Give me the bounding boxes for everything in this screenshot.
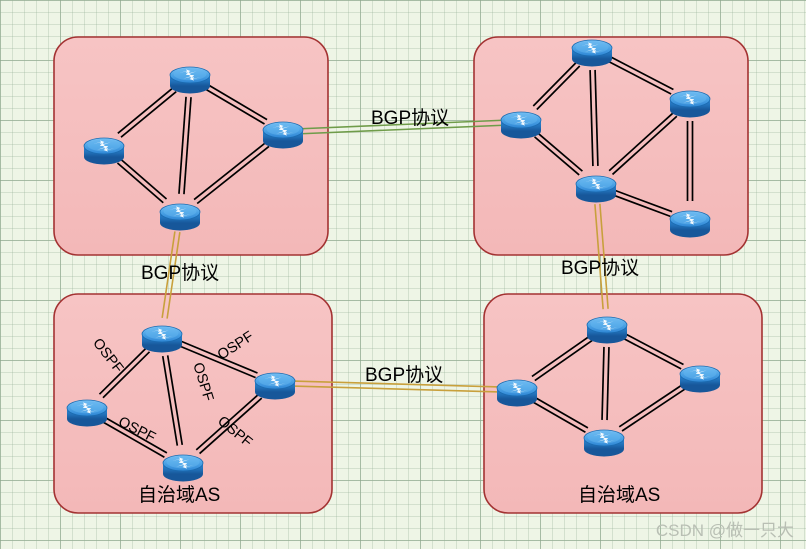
link-router-bl-left-router-bl-bottom xyxy=(102,417,168,458)
link-router-br-top-router-br-right xyxy=(623,333,684,370)
link-router-tr-top-router-tr-center xyxy=(589,69,599,167)
as-bottom-left xyxy=(53,293,333,514)
router-br-left[interactable] xyxy=(496,379,538,407)
link-router-tr-center-router-tr-bottom xyxy=(613,189,673,218)
router-tl-bottom[interactable] xyxy=(159,203,201,231)
router-bl-top[interactable] xyxy=(141,325,183,353)
link-router-tl-top-router-tl-right xyxy=(205,84,268,125)
link-router-bl-right-router-bl-bottom xyxy=(195,393,263,455)
as-label-as-bottom-left: 自治域AS xyxy=(138,485,221,506)
router-br-bottom[interactable] xyxy=(583,429,625,457)
bgp-protocol-label: BGP协议 xyxy=(365,365,444,386)
link-router-bl-top-router-bl-left xyxy=(98,347,151,399)
bgp-top-horizontal xyxy=(300,119,504,135)
as-region-group xyxy=(53,36,763,514)
router-tr-right[interactable] xyxy=(669,90,711,118)
router-tl-right[interactable] xyxy=(262,121,304,149)
as-label-as-bottom-right: 自治域AS xyxy=(578,485,661,506)
link-router-tl-right-router-tl-bottom xyxy=(193,141,270,205)
link-router-tl-top-router-tl-bottom xyxy=(178,96,192,195)
link-router-tr-right-router-tr-bottom xyxy=(686,121,694,201)
internal-link-group xyxy=(98,56,694,458)
link-router-br-top-router-br-left xyxy=(531,335,593,382)
router-tr-bottom[interactable] xyxy=(669,210,711,238)
link-router-tr-top-router-tr-left xyxy=(532,61,581,111)
link-router-tr-right-router-tr-center xyxy=(608,111,678,176)
link-router-tl-left-router-tl-bottom xyxy=(116,158,168,204)
as-bottom-right xyxy=(483,293,763,514)
link-router-br-right-router-br-bottom xyxy=(618,384,686,432)
link-router-bl-top-router-bl-bottom xyxy=(161,355,184,446)
link-router-br-left-router-br-bottom xyxy=(532,397,589,433)
as-top-left xyxy=(53,36,329,256)
bgp-bottom-horizontal xyxy=(292,380,500,393)
router-bl-bottom[interactable] xyxy=(162,454,204,482)
bgp-protocol-label: BGP协议 xyxy=(371,108,450,129)
router-br-right[interactable] xyxy=(679,365,721,393)
link-router-br-top-router-br-bottom xyxy=(601,346,610,421)
router-bl-left[interactable] xyxy=(66,399,108,427)
router-tl-top[interactable] xyxy=(169,66,211,94)
router-bl-right[interactable] xyxy=(254,372,296,400)
link-router-tl-top-router-tl-left xyxy=(117,87,177,138)
link-router-tr-top-router-tr-right xyxy=(608,56,674,95)
bgp-left-vertical xyxy=(161,231,181,319)
bgp-protocol-label: BGP协议 xyxy=(141,263,220,284)
csdn-watermark: CSDN @做一只大 xyxy=(655,521,794,540)
router-tr-top[interactable] xyxy=(571,39,613,67)
bgp-right-vertical xyxy=(594,203,609,310)
router-tr-center[interactable] xyxy=(575,175,617,203)
router-tr-left[interactable] xyxy=(500,111,542,139)
bgp-protocol-label: BGP协议 xyxy=(561,258,640,279)
bgp-link-group xyxy=(161,119,609,393)
link-router-tr-left-router-tr-center xyxy=(534,132,583,176)
as-top-right xyxy=(473,36,749,256)
link-router-bl-top-router-bl-right xyxy=(179,340,258,379)
router-tl-left[interactable] xyxy=(83,137,125,165)
router-br-top[interactable] xyxy=(586,316,628,344)
